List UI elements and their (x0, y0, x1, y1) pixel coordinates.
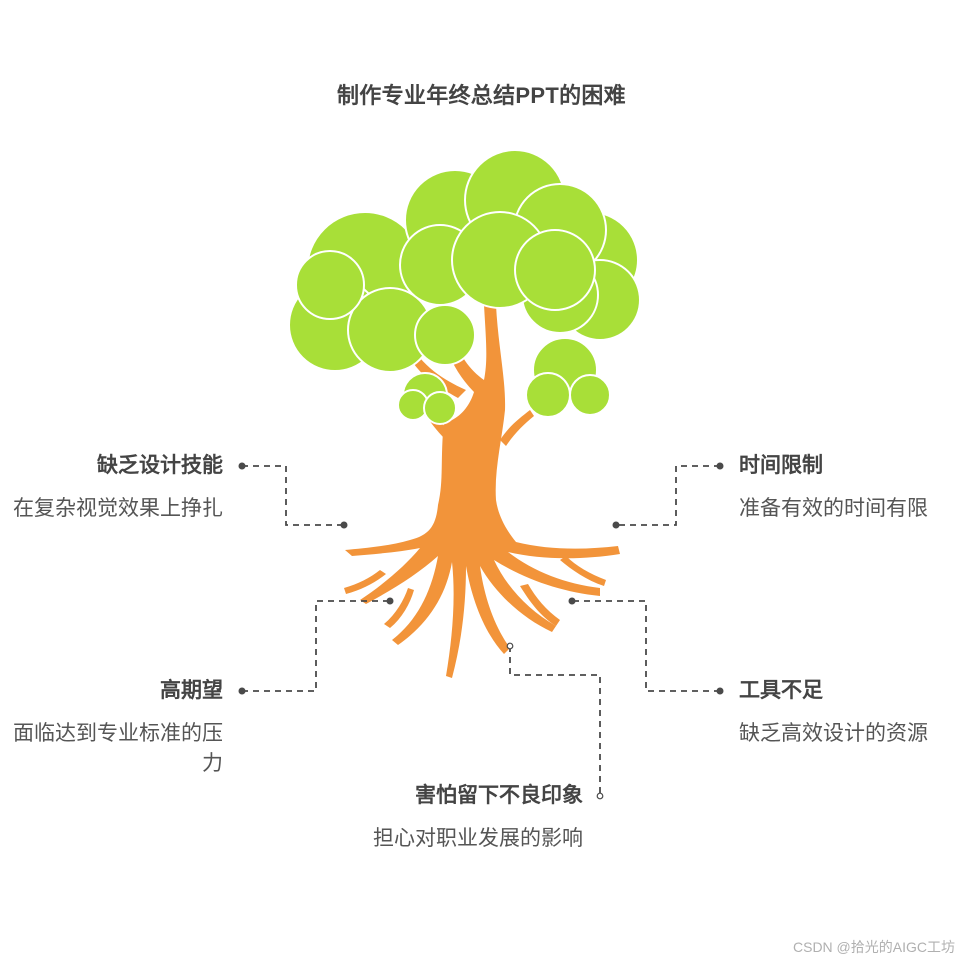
item-desc: 面临达到专业标准的压力 (13, 722, 223, 775)
item-time-limit: 时间限制 准备有效的时间有限 (739, 452, 949, 524)
connector-open-dots (506, 642, 604, 800)
item-title: 缺乏设计技能 (97, 454, 223, 477)
dot-fear-top (506, 642, 514, 650)
item-desc: 缺乏高效设计的资源 (739, 722, 928, 745)
item-desc: 在复杂视觉效果上挣扎 (13, 497, 223, 520)
item-title: 时间限制 (739, 454, 823, 477)
dot-lack-design-left (238, 462, 246, 470)
item-desc: 担心对职业发展的影响 (373, 827, 583, 850)
connectors (242, 465, 720, 796)
connector-time-limit (616, 465, 720, 526)
item-lack-design-skills: 缺乏设计技能 在复杂视觉效果上挣扎 (13, 452, 223, 524)
item-insufficient-tools: 工具不足 缺乏高效设计的资源 (739, 677, 949, 749)
tree-trunk (344, 305, 620, 678)
tree-foliage (288, 149, 641, 425)
dot-fear-bottom (596, 792, 604, 800)
item-title: 工具不足 (739, 679, 823, 702)
dot-lack-design-right (340, 521, 348, 529)
item-fear-bad-impression: 害怕留下不良印象 担心对职业发展的影响 (373, 782, 583, 854)
dot-high-left (238, 687, 246, 695)
tree-icon (288, 149, 641, 678)
item-title: 高期望 (160, 679, 223, 702)
item-high-expectations: 高期望 面临达到专业标准的压力 (13, 677, 223, 779)
connector-lack-design (242, 465, 344, 526)
dot-high-right (386, 597, 394, 605)
connector-high-expectation (242, 600, 390, 692)
dot-time-right (716, 462, 724, 470)
page-title: 制作专业年终总结PPT的困难 (337, 83, 626, 108)
watermark: CSDN @拾光的AIGC工坊 (793, 939, 955, 955)
dot-tools-right (716, 687, 724, 695)
item-title: 害怕留下不良印象 (415, 784, 583, 807)
connector-fear-impression (509, 646, 601, 796)
connector-dots (238, 462, 724, 695)
dot-tools-left (568, 597, 576, 605)
dot-time-left (612, 521, 620, 529)
item-desc: 准备有效的时间有限 (739, 497, 928, 520)
connector-insufficient-tools (572, 600, 720, 692)
